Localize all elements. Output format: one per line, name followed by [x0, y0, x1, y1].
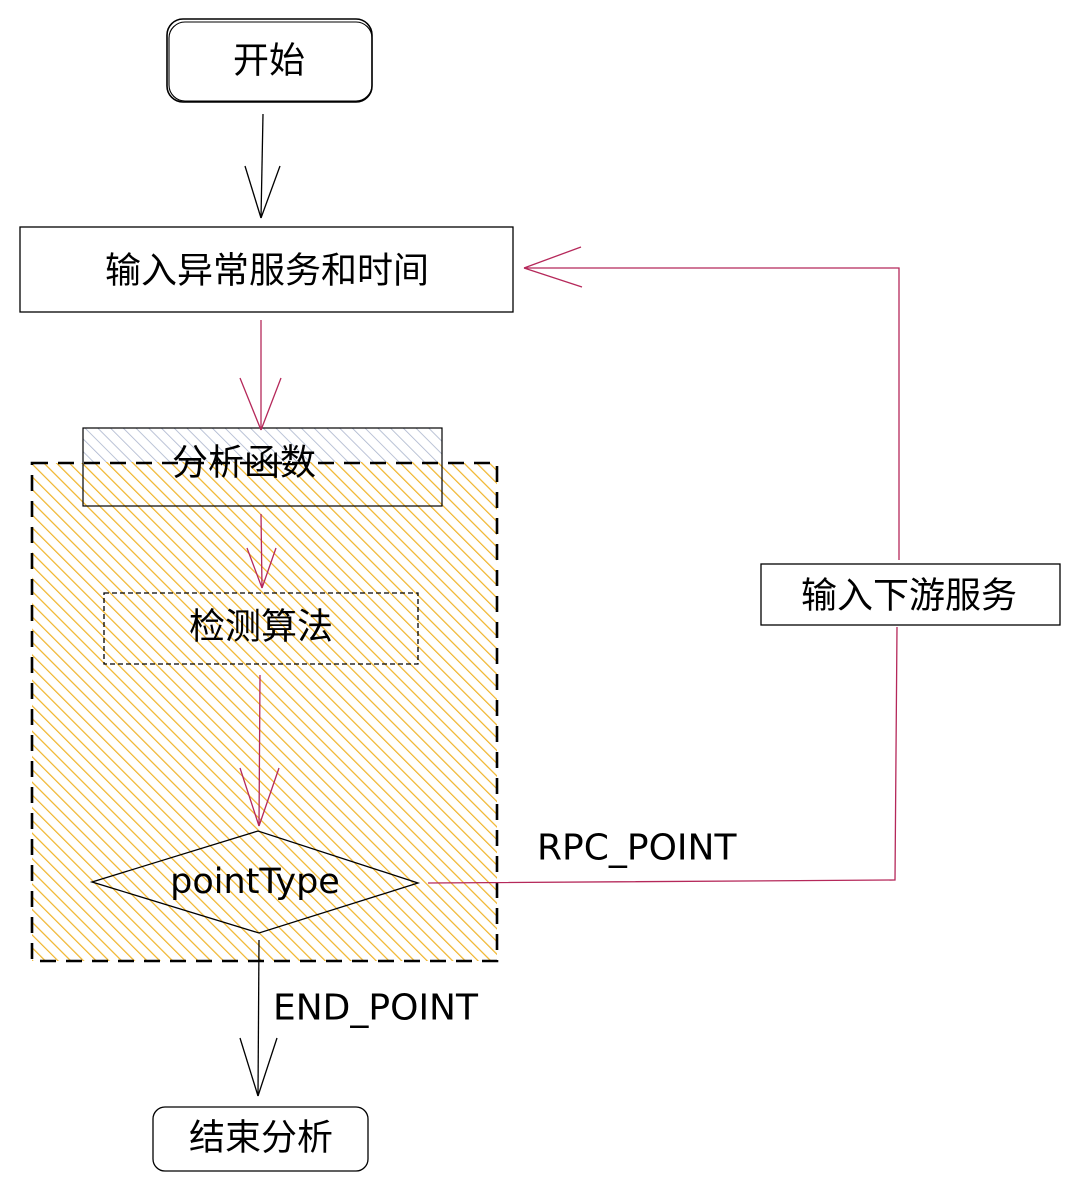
input-downstream-node[interactable] [760, 563, 1061, 626]
arrow-downstream-to-input [523, 246, 900, 560]
arrow-detection-to-pointtype [239, 674, 280, 827]
input-service-time-node[interactable] [19, 226, 514, 313]
analysis-region [32, 463, 497, 961]
detection-algorithm-node[interactable] [103, 592, 419, 665]
detection-algorithm-label: 检测算法 [189, 607, 333, 648]
end-analysis-label: 结束分析 [189, 1118, 333, 1159]
edge-rpc-point-line [427, 626, 898, 884]
analysis-function-label: 分析函数 [172, 443, 316, 484]
analysis-region-border [30, 461, 499, 963]
point-type-label: pointType [170, 862, 340, 902]
edge-end-point-label: END_POINT [273, 988, 479, 1029]
input-service-time-label: 输入异常服务和时间 [105, 251, 429, 292]
end-analysis-node[interactable] [152, 1106, 369, 1172]
edge-rpc-point-label: RPC_POINT [537, 828, 737, 869]
start-label: 开始 [233, 41, 305, 82]
arrow-input-to-analysis [239, 320, 282, 431]
arrow-analysis-to-detection [246, 513, 277, 589]
start-node[interactable] [166, 18, 373, 103]
arrow-pointtype-to-end [239, 939, 278, 1097]
arrow-start-to-input [244, 113, 281, 219]
point-type-decision[interactable] [89, 830, 421, 934]
analysis-function-box[interactable] [82, 427, 443, 507]
input-downstream-label: 输入下游服务 [801, 576, 1017, 617]
